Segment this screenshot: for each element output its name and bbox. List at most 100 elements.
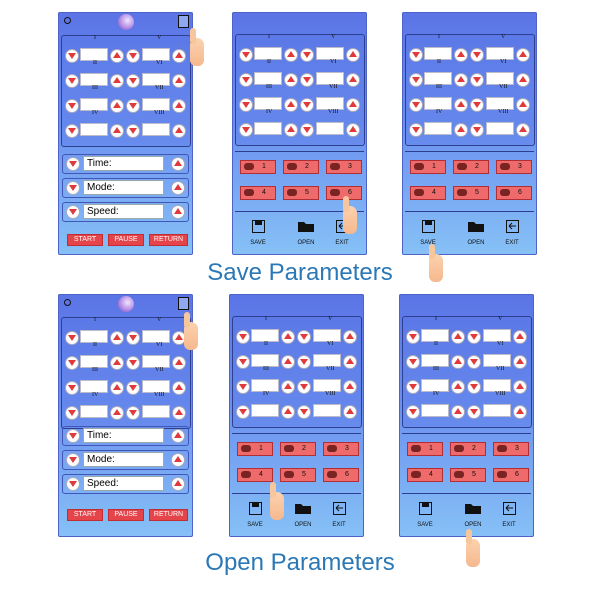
save-icon[interactable] — [178, 15, 189, 28]
up-arrow-icon[interactable] — [281, 380, 295, 394]
up-arrow-icon[interactable] — [110, 406, 124, 420]
down-arrow-icon[interactable] — [66, 157, 80, 171]
param-label[interactable]: Mode: — [83, 180, 164, 195]
up-arrow-icon[interactable] — [172, 49, 186, 63]
preset-button[interactable]: 4 — [237, 468, 273, 482]
up-arrow-icon[interactable] — [454, 48, 468, 62]
down-arrow-icon[interactable] — [126, 124, 140, 138]
down-arrow-icon[interactable] — [236, 355, 250, 369]
down-arrow-icon[interactable] — [66, 429, 80, 443]
preset-button[interactable]: 3 — [323, 442, 359, 456]
up-arrow-icon[interactable] — [451, 405, 465, 419]
return-button[interactable]: RETURN — [149, 234, 188, 246]
up-arrow-icon[interactable] — [110, 381, 124, 395]
up-arrow-icon[interactable] — [281, 355, 295, 369]
down-arrow-icon[interactable] — [297, 405, 311, 419]
down-arrow-icon[interactable] — [406, 405, 420, 419]
preset-button[interactable]: 3 — [496, 160, 532, 174]
down-arrow-icon[interactable] — [239, 73, 253, 87]
channel-field[interactable] — [254, 47, 282, 60]
channel-field[interactable] — [483, 404, 511, 417]
preset-button[interactable]: 4 — [407, 468, 443, 482]
power-icon[interactable] — [64, 17, 71, 24]
down-arrow-icon[interactable] — [236, 330, 250, 344]
preset-button[interactable]: 4 — [240, 186, 276, 200]
down-arrow-icon[interactable] — [470, 48, 484, 62]
channel-field[interactable] — [421, 379, 449, 392]
preset-button[interactable]: 1 — [410, 160, 446, 174]
down-arrow-icon[interactable] — [66, 477, 80, 491]
down-arrow-icon[interactable] — [406, 380, 420, 394]
up-arrow-icon[interactable] — [281, 330, 295, 344]
channel-field[interactable] — [483, 379, 511, 392]
channel-field[interactable] — [483, 354, 511, 367]
channel-field[interactable] — [142, 73, 170, 86]
channel-field[interactable] — [313, 329, 341, 342]
down-arrow-icon[interactable] — [65, 49, 79, 63]
up-arrow-icon[interactable] — [110, 49, 124, 63]
up-arrow-icon[interactable] — [346, 123, 360, 137]
up-arrow-icon[interactable] — [516, 48, 530, 62]
up-arrow-icon[interactable] — [451, 380, 465, 394]
channel-field[interactable] — [313, 404, 341, 417]
up-arrow-icon[interactable] — [284, 48, 298, 62]
preset-button[interactable]: 3 — [326, 160, 362, 174]
up-arrow-icon[interactable] — [516, 123, 530, 137]
up-arrow-icon[interactable] — [110, 124, 124, 138]
channel-field[interactable] — [80, 405, 108, 418]
up-arrow-icon[interactable] — [171, 157, 185, 171]
down-arrow-icon[interactable] — [65, 406, 79, 420]
down-arrow-icon[interactable] — [470, 73, 484, 87]
down-arrow-icon[interactable] — [126, 381, 140, 395]
up-arrow-icon[interactable] — [513, 355, 527, 369]
channel-field[interactable] — [142, 405, 170, 418]
channel-field[interactable] — [251, 404, 279, 417]
channel-field[interactable] — [80, 48, 108, 61]
exit-icon[interactable] — [506, 220, 519, 233]
up-arrow-icon[interactable] — [110, 74, 124, 88]
up-arrow-icon[interactable] — [346, 73, 360, 87]
down-arrow-icon[interactable] — [65, 381, 79, 395]
down-arrow-icon[interactable] — [66, 205, 80, 219]
channel-field[interactable] — [80, 330, 108, 343]
preset-button[interactable]: 6 — [323, 468, 359, 482]
preset-button[interactable]: 6 — [496, 186, 532, 200]
down-arrow-icon[interactable] — [239, 48, 253, 62]
channel-field[interactable] — [424, 122, 452, 135]
down-arrow-icon[interactable] — [65, 356, 79, 370]
down-arrow-icon[interactable] — [65, 331, 79, 345]
up-arrow-icon[interactable] — [172, 381, 186, 395]
down-arrow-icon[interactable] — [126, 74, 140, 88]
down-arrow-icon[interactable] — [236, 380, 250, 394]
folder-icon[interactable] — [297, 220, 315, 233]
channel-field[interactable] — [142, 48, 170, 61]
channel-field[interactable] — [80, 98, 108, 111]
down-arrow-icon[interactable] — [126, 49, 140, 63]
param-label[interactable]: Time: — [83, 428, 164, 443]
channel-field[interactable] — [486, 72, 514, 85]
preset-button[interactable]: 1 — [237, 442, 273, 456]
up-arrow-icon[interactable] — [343, 355, 357, 369]
down-arrow-icon[interactable] — [470, 98, 484, 112]
channel-field[interactable] — [142, 330, 170, 343]
up-arrow-icon[interactable] — [454, 98, 468, 112]
preset-button[interactable]: 2 — [283, 160, 319, 174]
down-arrow-icon[interactable] — [297, 330, 311, 344]
up-arrow-icon[interactable] — [171, 205, 185, 219]
up-arrow-icon[interactable] — [454, 73, 468, 87]
channel-field[interactable] — [251, 329, 279, 342]
up-arrow-icon[interactable] — [171, 181, 185, 195]
down-arrow-icon[interactable] — [409, 123, 423, 137]
down-arrow-icon[interactable] — [239, 98, 253, 112]
down-arrow-icon[interactable] — [406, 355, 420, 369]
power-icon[interactable] — [64, 299, 71, 306]
preset-button[interactable]: 6 — [493, 468, 529, 482]
channel-field[interactable] — [421, 404, 449, 417]
up-arrow-icon[interactable] — [451, 355, 465, 369]
up-arrow-icon[interactable] — [346, 48, 360, 62]
down-arrow-icon[interactable] — [126, 331, 140, 345]
up-arrow-icon[interactable] — [172, 99, 186, 113]
channel-field[interactable] — [254, 97, 282, 110]
up-arrow-icon[interactable] — [516, 73, 530, 87]
up-arrow-icon[interactable] — [110, 99, 124, 113]
